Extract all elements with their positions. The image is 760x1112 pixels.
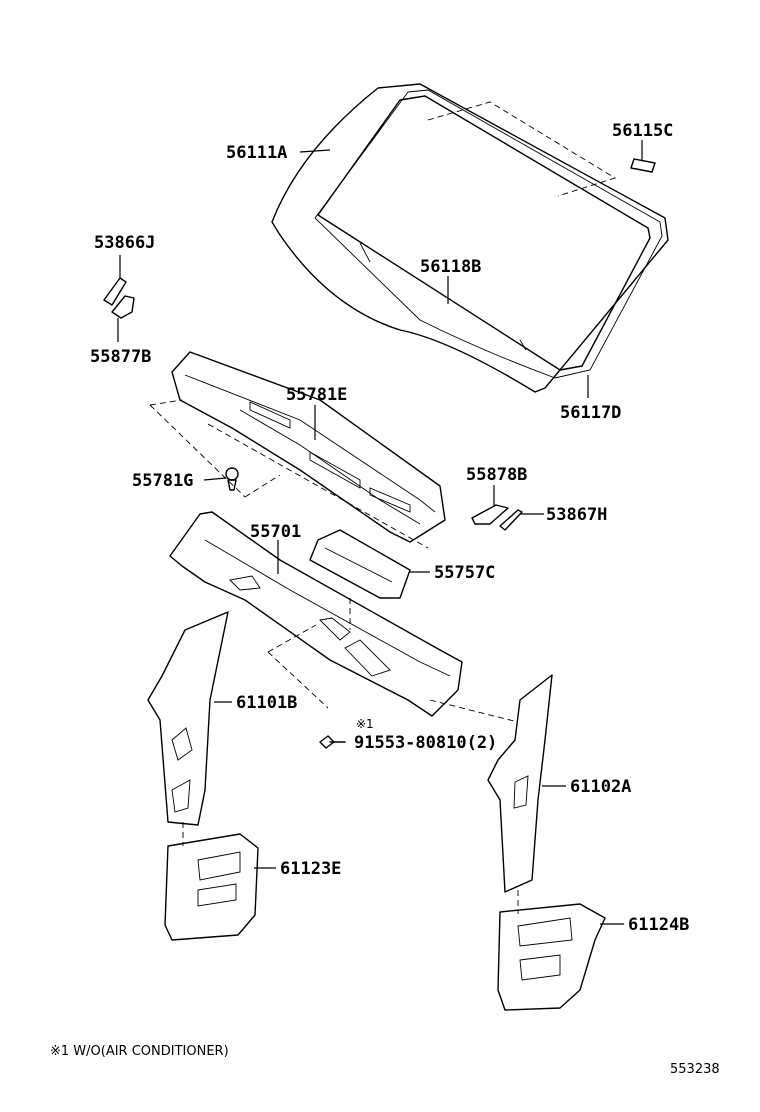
label-55781G: 55781G <box>132 471 193 491</box>
label-53867H: 53867H <box>546 505 607 525</box>
label-91553: 91553-80810(2) <box>354 733 497 753</box>
label-53866J: 53866J <box>94 233 155 253</box>
label-55877B: 55877B <box>90 347 151 367</box>
label-61124B: 61124B <box>628 915 689 935</box>
sticker-part <box>630 158 656 173</box>
clip-55781G <box>225 467 239 491</box>
label-56111A: 56111A <box>226 143 287 163</box>
label-56117D: 56117D <box>560 403 621 423</box>
label-61101B: 61101B <box>236 693 297 713</box>
label-55757C: 55757C <box>434 563 495 583</box>
bolt-part <box>319 735 346 749</box>
leader-lines <box>203 140 643 925</box>
right-cowl-side-part <box>487 674 553 914</box>
label-61102A: 61102A <box>570 777 631 797</box>
bracket-parts-right <box>471 485 544 531</box>
windshield-glass <box>271 83 669 393</box>
label-56118B: 56118B <box>420 257 481 277</box>
clip-parts-left <box>103 255 135 342</box>
diagram-number: 553238 <box>670 1062 720 1077</box>
label-55878B: 55878B <box>466 465 527 485</box>
right-lower-panel-part <box>497 903 606 1011</box>
cowl-panel-part <box>169 511 519 723</box>
label-61123E: 61123E <box>280 859 341 879</box>
left-lower-panel-part <box>164 833 259 941</box>
label-56115C: 56115C <box>612 121 673 141</box>
label-55701: 55701 <box>250 522 301 542</box>
cowl-louver-part <box>149 351 446 549</box>
bracket-55757C-part <box>309 529 411 630</box>
label-55781E: 55781E <box>286 385 347 405</box>
label-91553-mark: ※1 <box>356 717 374 731</box>
left-cowl-side-part <box>147 611 229 846</box>
footnote: ※1 W/O(AIR CONDITIONER) <box>50 1044 229 1059</box>
